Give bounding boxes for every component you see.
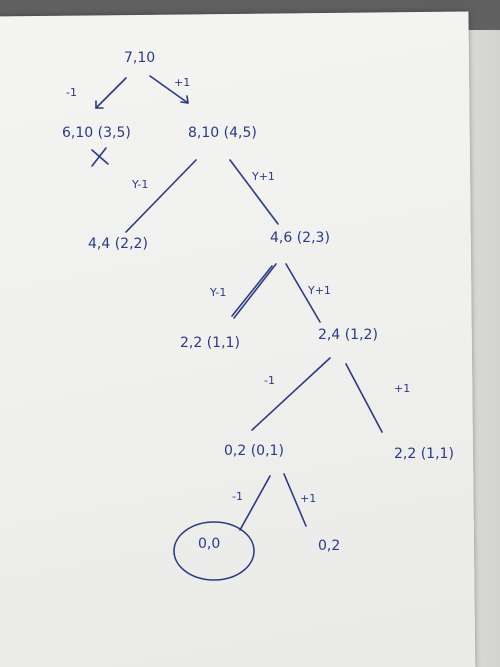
edge-root-right-arrow [180,95,189,104]
edge-root-left-arrow [95,100,104,109]
node-left3: 2,2 (1,1) [180,335,240,351]
node-root: 7,10 [124,50,155,66]
edge-right2-left-double [231,265,273,317]
cross-mark [91,147,109,167]
label-right3-right: +1 [394,382,410,395]
node-right2: 4,6 (2,3) [270,230,330,246]
edge-right1-right [229,159,279,225]
node-right1: 8,10 (4,5) [188,125,257,141]
label-right2-left: Y-1 [209,286,226,299]
label-root-left: -1 [66,86,77,99]
label-root-right: +1 [174,76,190,89]
label-right2-right: Y+1 [307,284,331,297]
label-left4-left: -1 [232,490,243,503]
node-left5: 0,0 [198,536,220,552]
label-right1-right: Y+1 [251,170,275,183]
node-right3: 2,4 (1,2) [318,327,378,343]
label-right3-left: -1 [264,374,275,387]
node-left1: 6,10 (3,5) [62,125,131,141]
node-left4: 0,2 (0,1) [224,443,284,459]
edge-root-right [149,75,189,104]
edge-left4-left [239,475,271,531]
node-right5: 0,2 [318,538,340,554]
edge-left4-right [283,473,307,527]
label-left4-right: +1 [300,492,316,505]
edge-right2-left [233,263,277,319]
edge-right3-right [345,363,383,433]
edge-right1-left [125,159,197,233]
edge-right2-right [285,263,321,323]
edge-right3-left [251,357,331,431]
circle-goal [173,521,255,581]
label-right1-left: Y-1 [131,178,148,191]
node-left2: 4,4 (2,2) [88,236,148,252]
edge-root-left [95,77,127,109]
node-right4: 2,2 (1,1) [394,446,454,462]
